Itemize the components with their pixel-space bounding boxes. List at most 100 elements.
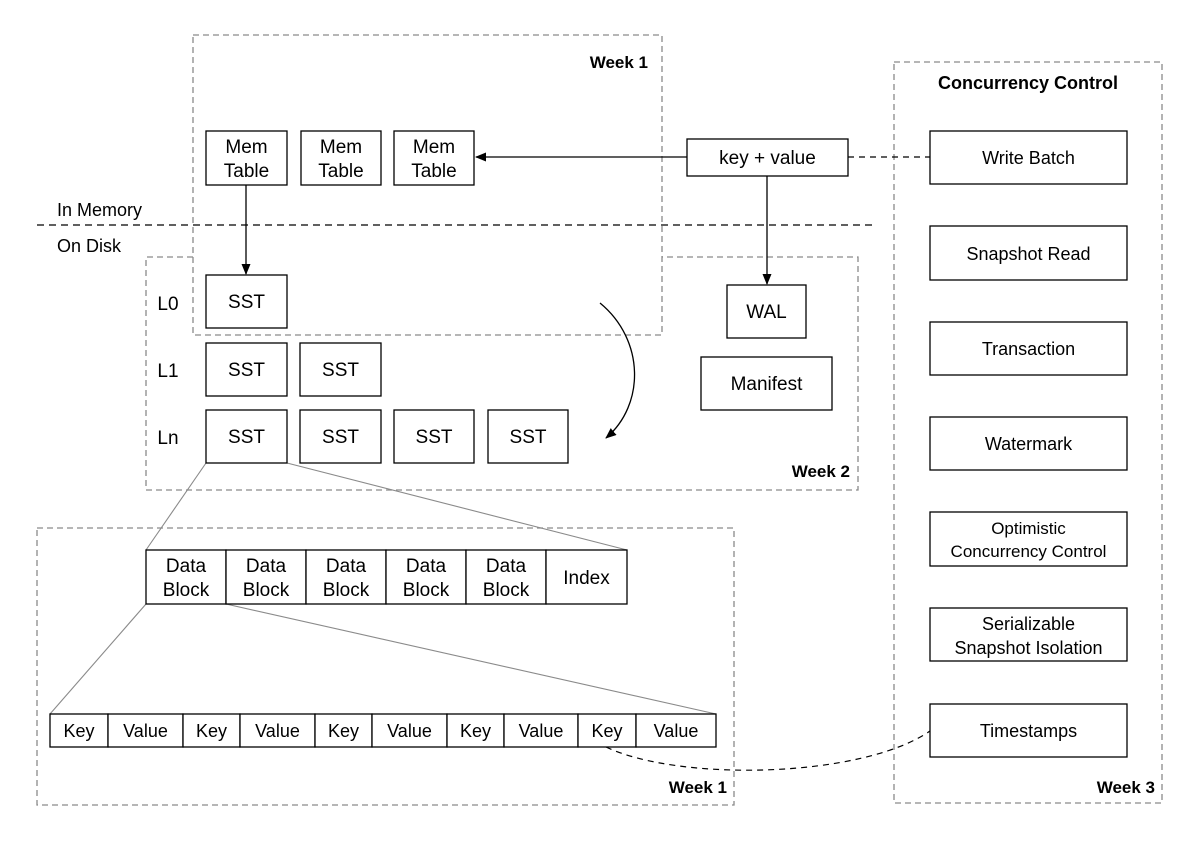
sst-box	[205, 342, 288, 397]
cc-watermark: Watermark	[929, 416, 1128, 471]
value-cell	[239, 713, 316, 748]
level-ln-ssts: SST SST SST SST	[205, 409, 569, 464]
cc-timestamps: Timestamps	[929, 703, 1128, 758]
sst-label: SST	[322, 360, 359, 381]
key-cell	[182, 713, 241, 748]
level-label-ln: Ln	[157, 428, 178, 449]
memtable-1: Mem Table	[205, 130, 288, 186]
key-cell	[446, 713, 505, 748]
data-block-label-line-2: Block	[403, 580, 450, 601]
data-block-box	[145, 549, 227, 605]
sst-box	[299, 409, 382, 464]
sst-block-row: Data Block Data Block Data Block Data Bl…	[145, 549, 628, 605]
cc-item-box	[929, 321, 1128, 376]
data-block-label-line-2: Block	[323, 580, 370, 601]
sst-box	[205, 274, 288, 329]
level-label-l0: L0	[157, 294, 178, 315]
memtable-box	[205, 130, 288, 186]
cc-optimistic-concurrency-control: Optimistic Concurrency Control	[929, 511, 1128, 567]
cc-item-box	[929, 416, 1128, 471]
memtable-label-line-2: Table	[318, 161, 363, 182]
cc-item-label: Write Batch	[982, 148, 1075, 168]
concurrency-control-title: Concurrency Control	[938, 73, 1118, 93]
cc-item-label: Timestamps	[980, 721, 1077, 741]
cc-item-box	[929, 511, 1128, 567]
cc-write-batch: Write Batch	[929, 130, 1128, 185]
value-cell-label: Value	[519, 721, 564, 741]
value-cell-label: Value	[255, 721, 300, 741]
wal-label: WAL	[746, 302, 786, 323]
key-cell	[49, 713, 109, 748]
block-expand-left-line	[49, 603, 147, 715]
wal-box	[726, 284, 807, 339]
data-block-label-line-1: Data	[326, 556, 367, 577]
sst-expand-left-line	[145, 462, 207, 551]
wal-node: WAL	[726, 284, 807, 339]
key-to-timestamps-link	[605, 730, 931, 771]
cc-item-label: Watermark	[985, 434, 1073, 454]
sst-label: SST	[322, 427, 359, 448]
key-cell	[577, 713, 637, 748]
block-expand-right-line	[225, 603, 717, 715]
in-memory-label: In Memory	[57, 200, 142, 220]
data-block-label-line-1: Data	[166, 556, 207, 577]
cc-item-box	[929, 607, 1128, 662]
value-cell-label: Value	[654, 721, 699, 741]
sst-label: SST	[228, 292, 265, 313]
data-block-label-line-2: Block	[163, 580, 210, 601]
sst-label: SST	[510, 427, 547, 448]
on-disk-label: On Disk	[57, 236, 122, 256]
memtable-label-line-2: Table	[411, 161, 456, 182]
value-cell	[107, 713, 184, 748]
sst-box	[299, 342, 382, 397]
value-cell	[371, 713, 448, 748]
memtable-box	[393, 130, 475, 186]
data-block-box	[305, 549, 387, 605]
cc-item-label-line-2: Snapshot Isolation	[954, 638, 1102, 658]
key-value-label: key + value	[719, 148, 816, 169]
manifest-box	[700, 356, 833, 411]
key-cell-label: Key	[591, 721, 622, 741]
index-block-label: Index	[563, 568, 610, 589]
cc-item-box	[929, 703, 1128, 758]
cc-item-label-line-1: Optimistic	[991, 519, 1066, 538]
cc-item-label: Transaction	[982, 339, 1075, 359]
sst-box	[393, 409, 475, 464]
key-cell-label: Key	[63, 721, 94, 741]
week1-top-label: Week 1	[590, 53, 648, 72]
data-block-label-line-2: Block	[243, 580, 290, 601]
level-l1-ssts: SST SST	[205, 342, 382, 397]
cc-item-label-line-1: Serializable	[982, 614, 1075, 634]
key-cell	[314, 713, 373, 748]
week2-region	[145, 256, 859, 491]
memtable-2: Mem Table	[300, 130, 382, 186]
cc-item-box	[929, 130, 1128, 185]
manifest-label: Manifest	[731, 374, 804, 395]
value-cell	[635, 713, 717, 748]
cc-item-label: Snapshot Read	[966, 244, 1090, 264]
cc-snapshot-read: Snapshot Read	[929, 225, 1128, 281]
sst-label: SST	[228, 427, 265, 448]
memtable-label-line-1: Mem	[225, 137, 267, 158]
sst-label: SST	[416, 427, 453, 448]
cc-transaction: Transaction	[929, 321, 1128, 376]
sst-box	[487, 409, 569, 464]
value-cell-label: Value	[387, 721, 432, 741]
week1-bottom-region	[36, 527, 735, 806]
cc-item-label-line-2: Concurrency Control	[951, 542, 1107, 561]
memtable-label-line-2: Table	[224, 161, 269, 182]
sst-box	[205, 409, 288, 464]
cc-serializable-snapshot-isolation: Serializable Snapshot Isolation	[929, 607, 1128, 662]
value-cell-label: Value	[123, 721, 168, 741]
level-label-l1: L1	[157, 361, 178, 382]
key-value-node: key + value	[686, 138, 849, 177]
week2-label: Week 2	[792, 462, 850, 481]
index-block-box	[545, 549, 628, 605]
data-block-box	[385, 549, 467, 605]
cc-item-box	[929, 225, 1128, 281]
key-cell-label: Key	[328, 721, 359, 741]
week3-label: Week 3	[1097, 778, 1155, 797]
sst-expand-right-line	[286, 462, 628, 551]
memtable-3: Mem Table	[393, 130, 475, 186]
week1-top-region	[192, 34, 663, 336]
